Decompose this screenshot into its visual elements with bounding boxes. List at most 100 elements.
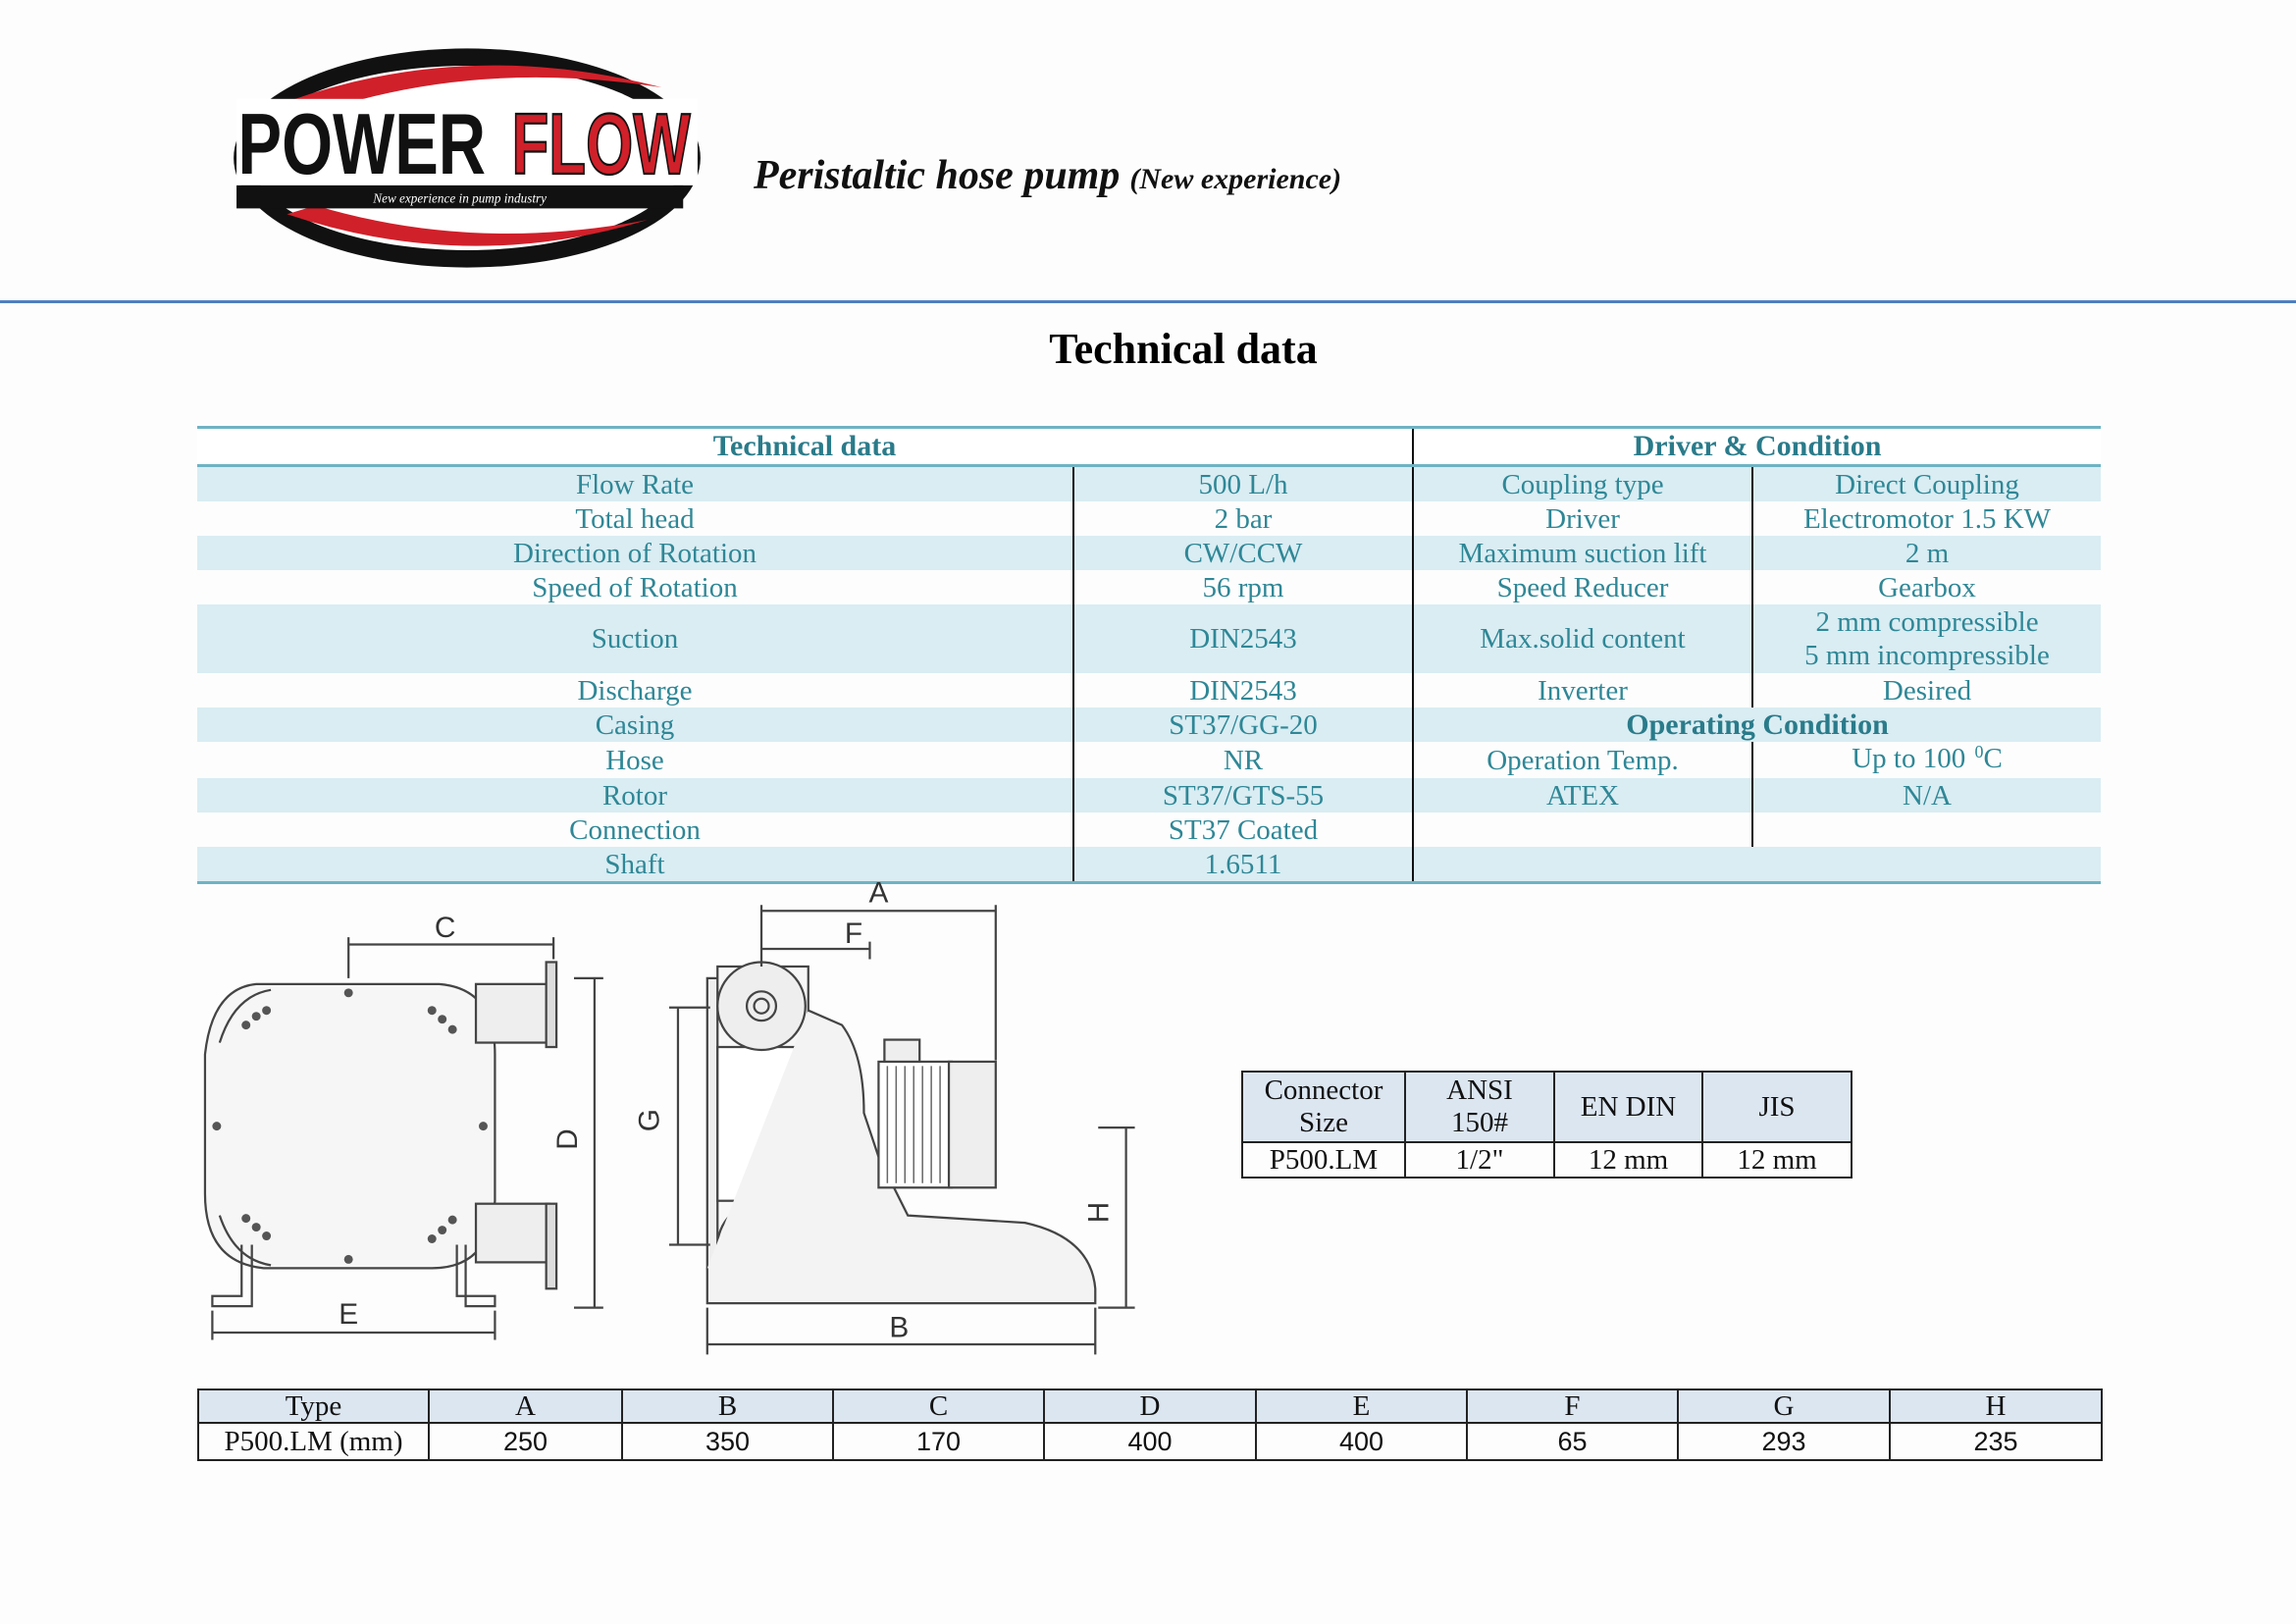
row-value: 56 rpm (1071, 570, 1414, 604)
col-header: H (1889, 1388, 2103, 1424)
table-row: Suction DIN2543 Max.solid content 2 mm c… (197, 604, 2102, 673)
table-row: Hose NR Operation Temp. Up to 100 0C (197, 742, 2102, 778)
col-header: F (1466, 1388, 1679, 1424)
driver-value: Electromotor 1.5 KW (1751, 501, 2102, 536)
row-value: ST37/GTS-55 (1071, 778, 1414, 812)
driver-value: Direct Coupling (1751, 465, 2102, 501)
cell: 250 (428, 1422, 623, 1461)
cell: 350 (621, 1422, 834, 1461)
cell: 293 (1677, 1422, 1891, 1461)
operating-condition-header: Operating Condition (1412, 707, 2102, 742)
row-label: Speed of Rotation (532, 571, 738, 603)
header-divider (0, 300, 2296, 303)
dim-label-b: B (889, 1312, 909, 1344)
driver-label: Maximum suction lift (1412, 536, 1753, 570)
driver-value: 2 mm compressible 5 mm incompressible (1751, 604, 2102, 673)
dim-label-e: E (339, 1298, 358, 1331)
row-value: 2 bar (1071, 501, 1414, 536)
cell: 170 (832, 1422, 1045, 1461)
row-value: DIN2543 (1071, 604, 1414, 673)
cell: 400 (1043, 1422, 1257, 1461)
row-label: Shaft (197, 847, 1073, 884)
cell: 235 (1889, 1422, 2103, 1461)
col-header: EN DIN (1553, 1071, 1703, 1143)
dim-label-d: D (551, 1128, 584, 1150)
driver-value: Desired (1751, 673, 2102, 707)
driver-label: Speed Reducer (1412, 570, 1753, 604)
table-row: P500.LM (mm) 250 350 170 400 400 65 293 … (197, 1422, 2103, 1461)
operating-label: Operation Temp. (1412, 742, 1753, 778)
table-row: Shaft 1.6511 (197, 847, 2102, 884)
col-header: Connector Size (1241, 1071, 1406, 1143)
driver-value: 2 m (1751, 536, 2102, 570)
row-value: ST37 Coated (1071, 812, 1414, 847)
svg-text:POWER: POWER (238, 95, 487, 192)
table-row: Rotor ST37/GTS-55 ATEX N/A (197, 778, 2102, 812)
operating-value: Up to 100 0C (1751, 742, 2102, 778)
row-value: 500 L/h (1071, 465, 1414, 501)
cell: P500.LM (mm) (197, 1422, 430, 1461)
page-title: Technical data (1049, 325, 1318, 373)
cell: 1/2" (1404, 1141, 1555, 1179)
col-header: E (1255, 1388, 1468, 1424)
table-row: P500.LM 1/2" 12 mm 12 mm (1241, 1141, 1852, 1179)
col-header: B (621, 1388, 834, 1424)
empty-cell (1412, 847, 2102, 884)
table-row: Discharge DIN2543 Inverter Desired (197, 673, 2102, 707)
row-label: Connection (569, 813, 701, 846)
dim-label-c: C (435, 912, 456, 944)
table-row: Total head 2 bar Driver Electromotor 1.5… (197, 501, 2102, 536)
front-view (669, 905, 1135, 1355)
table-row: Flow Rate 500 L/h Coupling type Direct C… (197, 465, 2102, 501)
row-label: Direction of Rotation (197, 536, 1073, 570)
solid-incompressible: 5 mm incompressible (1804, 640, 2050, 671)
temp-value: Up to 100 (1852, 743, 1966, 774)
temp-unit: C (1983, 743, 2003, 774)
col-header: JIS (1701, 1071, 1852, 1143)
dim-label-f: F (845, 917, 862, 950)
solid-compressible: 2 mm compressible (1815, 606, 2039, 638)
col-header: C (832, 1388, 1045, 1424)
subtitle-text: Peristaltic hose pump (754, 153, 1121, 198)
row-value: 1.6511 (1071, 847, 1414, 884)
table-row: Connection ST37 Coated (197, 812, 2102, 847)
row-label: Discharge (577, 674, 693, 707)
row-label: Total head (575, 502, 695, 535)
row-label: Casing (197, 707, 1073, 742)
connector-size-table: Connector Size ANSI 150# EN DIN JIS P500… (1241, 1071, 1852, 1179)
col-header: D (1043, 1388, 1257, 1424)
cell: 12 mm (1701, 1141, 1852, 1179)
table-row: Casing ST37/GG-20 Operating Condition (197, 707, 2102, 742)
svg-text:FLOW: FLOW (512, 95, 692, 192)
driver-label: Coupling type (1412, 465, 1753, 501)
table-row: Direction of Rotation CW/CCW Maximum suc… (197, 536, 2102, 570)
row-value: CW/CCW (1071, 536, 1414, 570)
driver-value: Gearbox (1751, 570, 2102, 604)
svg-text:New experience in pump industr: New experience in pump industry (372, 191, 547, 206)
subtitle-note: (New experience) (1129, 163, 1342, 195)
cell: 12 mm (1553, 1141, 1703, 1179)
empty-cell (1412, 812, 1753, 847)
table-header-row: Technical data Driver & Condition (197, 426, 2102, 467)
dim-label-g: G (634, 1109, 666, 1131)
header-driver-condition: Driver & Condition (1412, 426, 2102, 467)
dimension-table: Type A B C D E F G H P500.LM (mm) 250 35… (197, 1388, 2103, 1461)
row-label: Rotor (197, 778, 1073, 812)
col-header: Type (197, 1388, 430, 1424)
cell: 400 (1255, 1422, 1468, 1461)
header-technical-data: Technical data (197, 426, 1414, 467)
row-label: Suction (197, 604, 1073, 673)
table-header-row: Connector Size ANSI 150# EN DIN JIS (1241, 1071, 1852, 1143)
table-header-row: Type A B C D E F G H (197, 1388, 2103, 1424)
row-value: NR (1071, 742, 1414, 778)
dim-label-h: H (1083, 1202, 1116, 1224)
temp-degree: 0 (1974, 742, 1984, 761)
table-row: Speed of Rotation 56 rpm Speed Reducer G… (197, 570, 2102, 604)
side-view (203, 937, 603, 1340)
driver-label: Inverter (1412, 673, 1753, 707)
cell: P500.LM (1241, 1141, 1406, 1179)
operating-value: N/A (1751, 778, 2102, 812)
col-header: ANSI 150# (1404, 1071, 1555, 1143)
col-header: G (1677, 1388, 1891, 1424)
row-label: Flow Rate (197, 465, 1073, 501)
